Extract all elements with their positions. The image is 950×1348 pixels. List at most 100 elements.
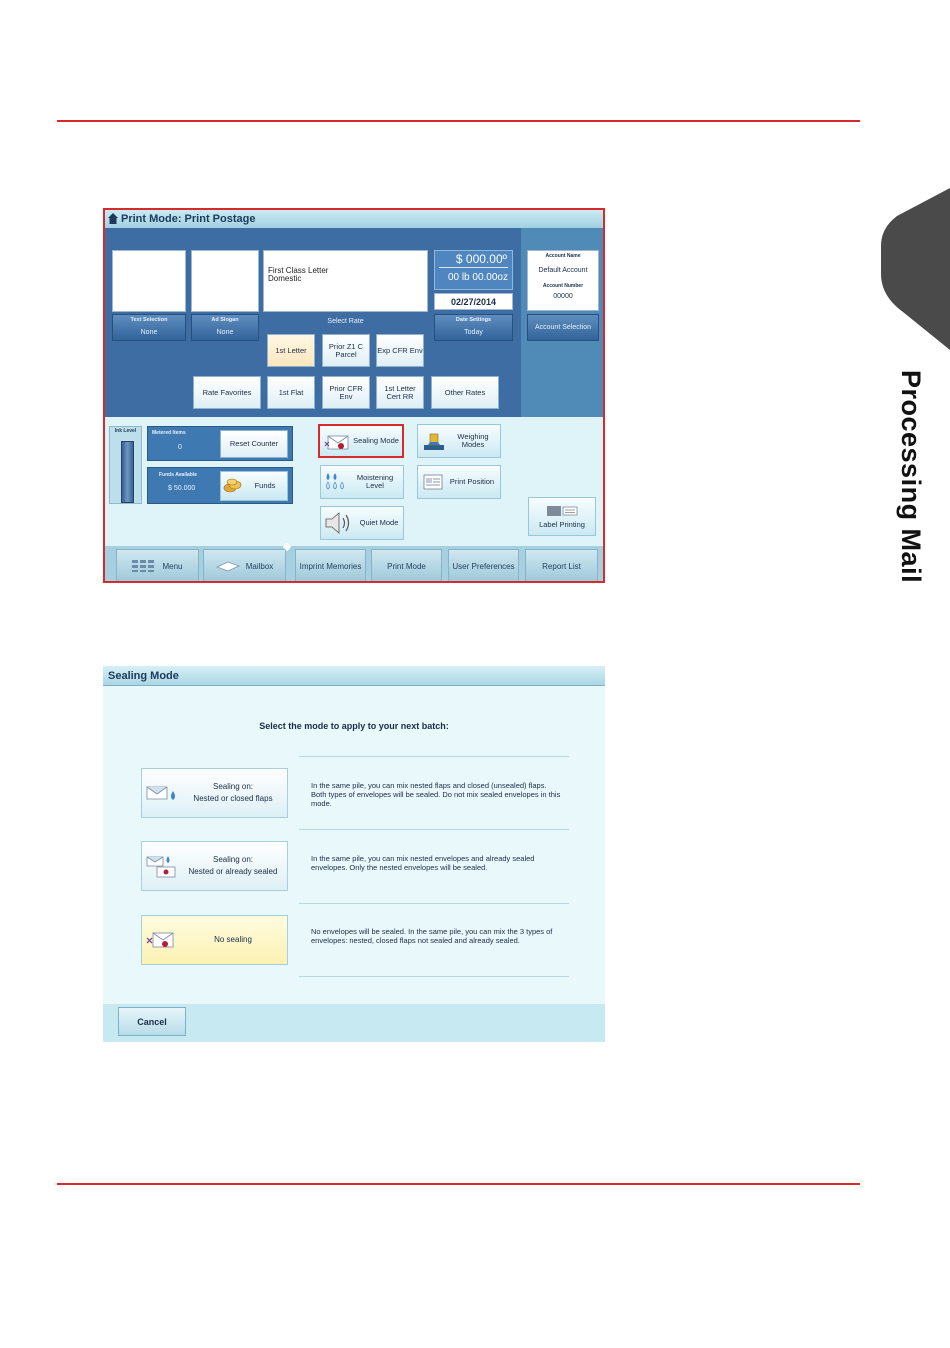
scale-icon <box>424 433 444 450</box>
account-number-label: Account Number <box>542 283 584 289</box>
date-settings-title: Date Settings <box>455 317 492 323</box>
rate-button-exp-cfr-env[interactable]: Exp CFR Env <box>376 334 424 367</box>
account-selection-button[interactable]: Account Selection <box>527 314 599 341</box>
account-name: Default Account <box>538 267 588 274</box>
select-rate-label: Select Rate <box>327 318 364 325</box>
ad-preview[interactable] <box>191 250 259 312</box>
ad-slogan-value: None <box>216 329 234 336</box>
no-sealing-envelope-icon <box>146 932 174 948</box>
print-position-label: Print Position <box>449 477 495 486</box>
rate-button-prior-cfr-env[interactable]: Prior CFR Env <box>322 376 370 409</box>
ad-slogan-title: Ad Slogan <box>211 317 239 323</box>
option-2-description: In the same pile, you can mix nested env… <box>311 854 535 872</box>
option-1-line2: Nested or closed flaps <box>193 794 273 803</box>
text-selection-button[interactable]: Text Selection None <box>112 314 186 341</box>
funds-button[interactable]: Funds <box>220 471 288 501</box>
ink-level-gauge: Ink Level <box>109 426 142 504</box>
print-position-icon <box>423 474 443 490</box>
nav-menu[interactable]: Menu <box>116 549 199 581</box>
screen-title: Print Mode: Print Postage <box>121 213 256 225</box>
top-rule <box>57 120 860 122</box>
rate-favorites-button[interactable]: Rate Favorites <box>193 376 261 409</box>
nav-report-list[interactable]: Report List <box>525 549 598 581</box>
class-text-line1: First Class Letter <box>268 266 329 275</box>
text-preview[interactable] <box>112 250 186 312</box>
funds-available-label: Funds Available <box>159 472 197 478</box>
sealing-mode-button[interactable]: Sealing Mode <box>318 424 404 458</box>
bottom-rule <box>57 1183 860 1185</box>
amount: $ 000.00º <box>455 252 507 266</box>
print-position-button[interactable]: Print Position <box>417 465 501 499</box>
moistening-level-button[interactable]: Moistening Level <box>320 465 404 499</box>
option-nested-or-closed[interactable]: Sealing on: Nested or closed flaps <box>141 768 288 818</box>
weighing-modes-label: Weighing Modes <box>457 432 489 449</box>
funds-button-label: Funds <box>254 481 276 490</box>
label-printing-icon <box>547 505 578 516</box>
cancel-button[interactable]: Cancel <box>118 1007 186 1036</box>
sealing-footer <box>103 1004 605 1042</box>
ad-slogan-button[interactable]: Ad Slogan None <box>191 314 259 341</box>
funds-panel: Funds Available $ 50.000 Funds <box>147 467 293 504</box>
coins-icon <box>223 478 242 493</box>
sealing-mode-screen: Sealing Mode Select the mode to apply to… <box>103 666 605 1042</box>
option-3-line1: No sealing <box>214 935 252 944</box>
date-settings-button[interactable]: Date Settings Today <box>434 314 513 341</box>
option-1-line1: Sealing on: <box>212 782 254 791</box>
amount-box: $ 000.00º 00 lb 00.00oz <box>434 250 513 290</box>
envelope-drop-icon <box>146 786 175 800</box>
print-postage-screen: Print Mode: Print Postage First Class Le… <box>103 208 605 583</box>
funds-available-value: $ 50.000 <box>168 485 196 492</box>
class-info-pane[interactable]: First Class Letter Domestic <box>263 250 428 312</box>
account-box: Account Name Default Account Account Num… <box>527 250 599 311</box>
nav-print-mode[interactable]: Print Mode <box>371 549 442 581</box>
account-number: 00000 <box>553 293 573 300</box>
other-rates-button[interactable]: Other Rates <box>431 376 499 409</box>
text-selection-value: None <box>140 329 158 336</box>
sealing-envelope-icon <box>324 435 349 450</box>
rate-button-1st-letter[interactable]: 1st Letter <box>267 334 315 367</box>
account-name-label: Account Name <box>545 253 581 259</box>
nav-mailbox[interactable]: Mailbox <box>203 549 286 581</box>
ink-level-bar <box>121 441 134 503</box>
weighing-modes-button[interactable]: Weighing Modes <box>417 424 501 458</box>
date-settings-value: Today <box>464 329 483 336</box>
home-icon <box>108 213 118 224</box>
option-2-line2: Nested or already sealed <box>188 867 278 876</box>
option-no-sealing[interactable]: No sealing <box>141 915 288 965</box>
rate-button-prior-z1-parcel[interactable]: Prior Z1 C Parcel <box>322 334 370 367</box>
moistening-level-label: Moistening Level <box>356 473 394 490</box>
metered-items-value: 0 <box>178 444 182 451</box>
metered-items-panel: Metered Items 0 Reset Counter <box>147 426 293 461</box>
side-tab-label: Processing Mail <box>896 370 926 584</box>
date-display: 02/27/2014 <box>434 293 513 310</box>
menu-grid-icon <box>132 560 155 572</box>
quiet-mode-button[interactable]: Quiet Mode <box>320 506 404 540</box>
separator <box>299 903 569 904</box>
separator <box>299 976 569 977</box>
speaker-icon <box>325 512 350 534</box>
label-printing-button[interactable]: Label Printing <box>528 497 596 536</box>
nav-menu-label: Menu <box>162 561 183 571</box>
option-3-description: No envelopes will be sealed. In the same… <box>311 927 553 945</box>
quiet-mode-label: Quiet Mode <box>359 518 399 527</box>
rate-button-1st-flat[interactable]: 1st Flat <box>267 376 315 409</box>
option-1-description: In the same pile, you can mix nested fla… <box>311 781 561 808</box>
nav-user-preferences[interactable]: User Preferences <box>448 549 519 581</box>
weight: 00 lb 00.00oz <box>447 272 508 283</box>
sealing-mode-title: Sealing Mode <box>103 666 605 686</box>
metered-items-label: Metered Items <box>152 430 186 436</box>
mailbox-icon <box>215 561 240 572</box>
ink-level-label: Ink Level <box>114 428 137 434</box>
reset-counter-button[interactable]: Reset Counter <box>220 430 288 458</box>
sealing-prompt: Select the mode to apply to your next ba… <box>259 721 449 731</box>
water-drops-icon <box>326 473 344 490</box>
envelope-drop-sealed-icon <box>146 856 176 878</box>
separator <box>299 829 569 830</box>
screen-title-bar: Print Mode: Print Postage <box>105 210 603 228</box>
rate-button-1st-letter-cert-rr[interactable]: 1st Letter Cert RR <box>376 376 424 409</box>
option-nested-or-sealed[interactable]: Sealing on: Nested or already sealed <box>141 841 288 891</box>
nav-imprint-memories[interactable]: Imprint Memories <box>295 549 366 581</box>
class-text-line2: Domestic <box>268 274 302 283</box>
text-selection-title: Text Selection <box>130 317 168 323</box>
option-2-line1: Sealing on: <box>212 855 254 864</box>
